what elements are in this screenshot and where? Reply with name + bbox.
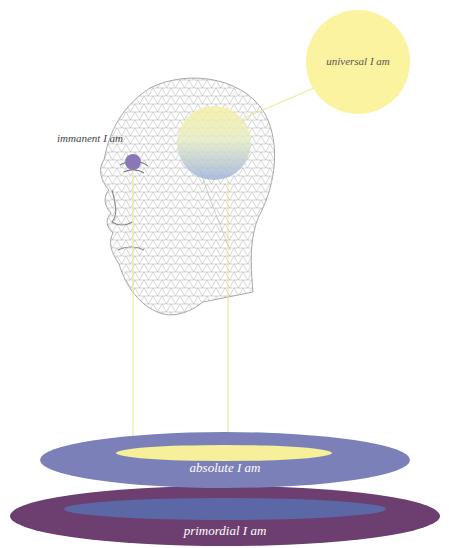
node-label: immanent I am [57, 132, 123, 146]
wireframe-head [101, 78, 275, 315]
link-line [133, 170, 134, 436]
leader-line [228, 180, 229, 433]
crown-circle [177, 106, 251, 180]
node-outline [125, 154, 141, 170]
point-circle: immanent I am [125, 154, 141, 170]
node-label: universal I am [326, 55, 390, 69]
sun-circle: universal I am [306, 10, 410, 114]
leader-line [242, 88, 314, 119]
node-label: primordial I am [115, 523, 335, 539]
node-label: absolute I am [125, 460, 325, 476]
ellipse-band: primordial I am [10, 486, 440, 546]
ellipse-band: absolute I am [40, 432, 410, 488]
